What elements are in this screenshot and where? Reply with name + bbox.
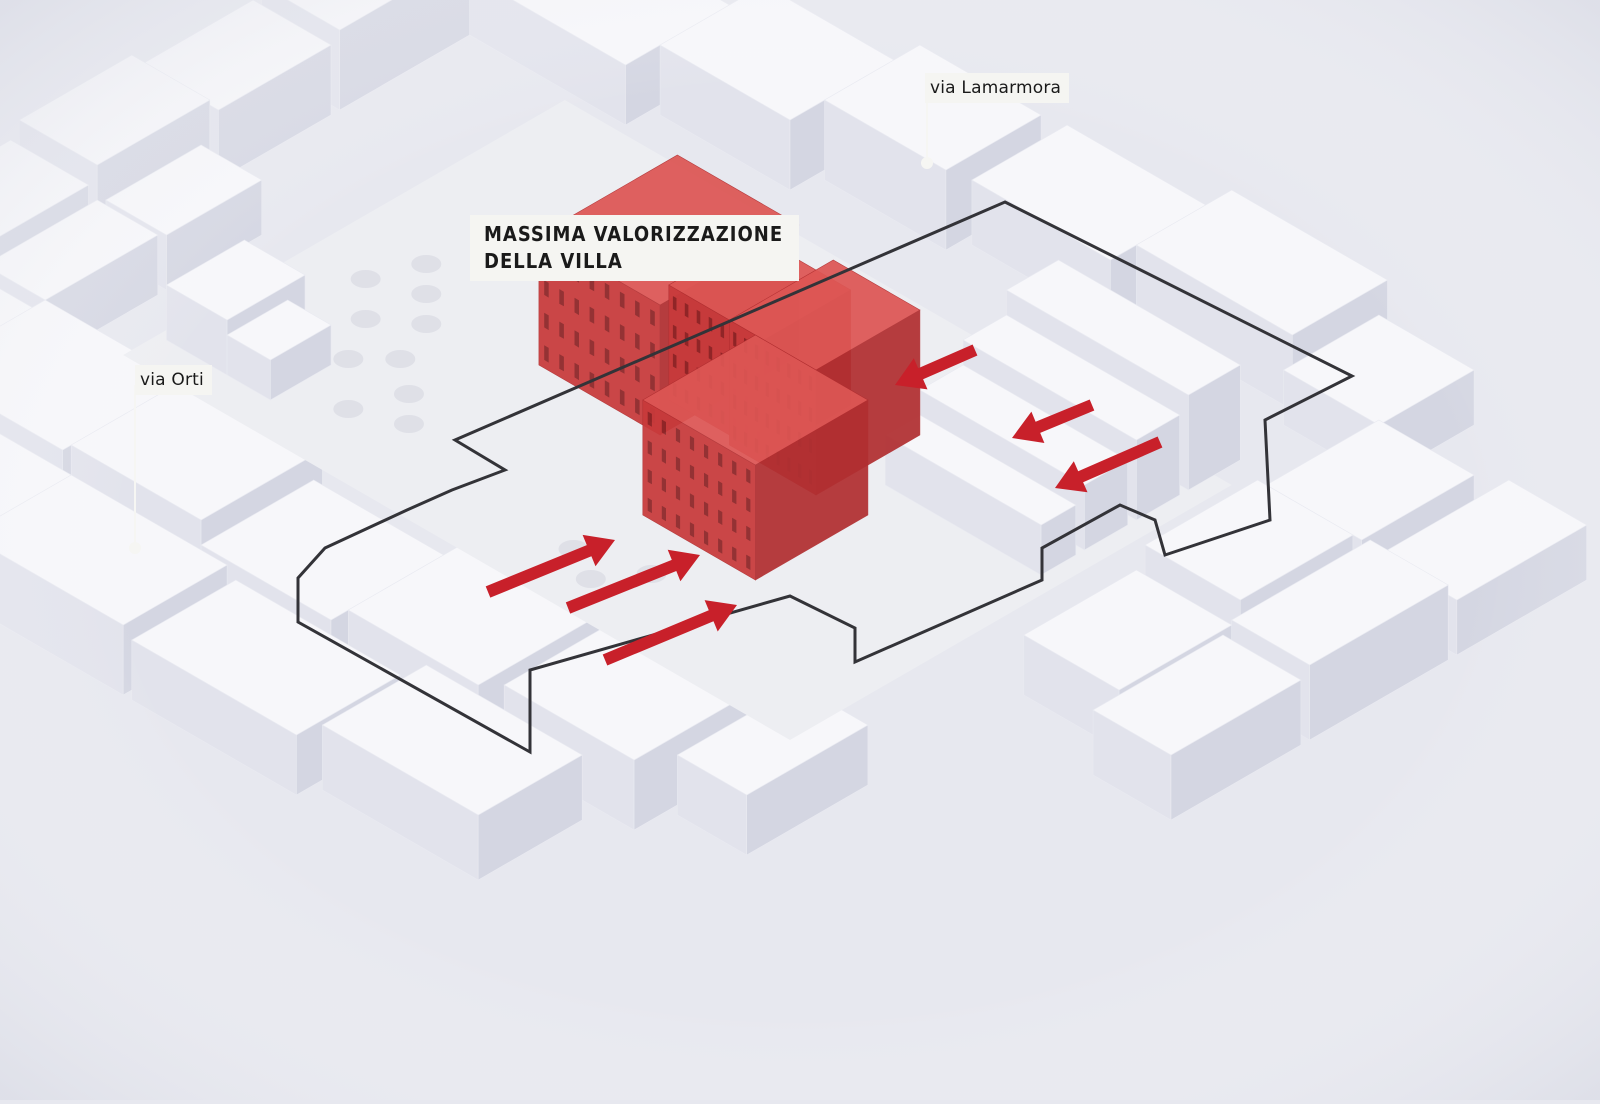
title-line-2: DELLA VILLA [484,249,623,273]
street-label-via-orti: via Orti [135,365,212,395]
diagram-title: MASSIMA VALORIZZAZIONE DELLA VILLA [470,215,800,281]
title-line-1: MASSIMA VALORIZZAZIONE [484,222,784,246]
street-label-via-lamarmora: via Lamarmora [925,73,1070,103]
